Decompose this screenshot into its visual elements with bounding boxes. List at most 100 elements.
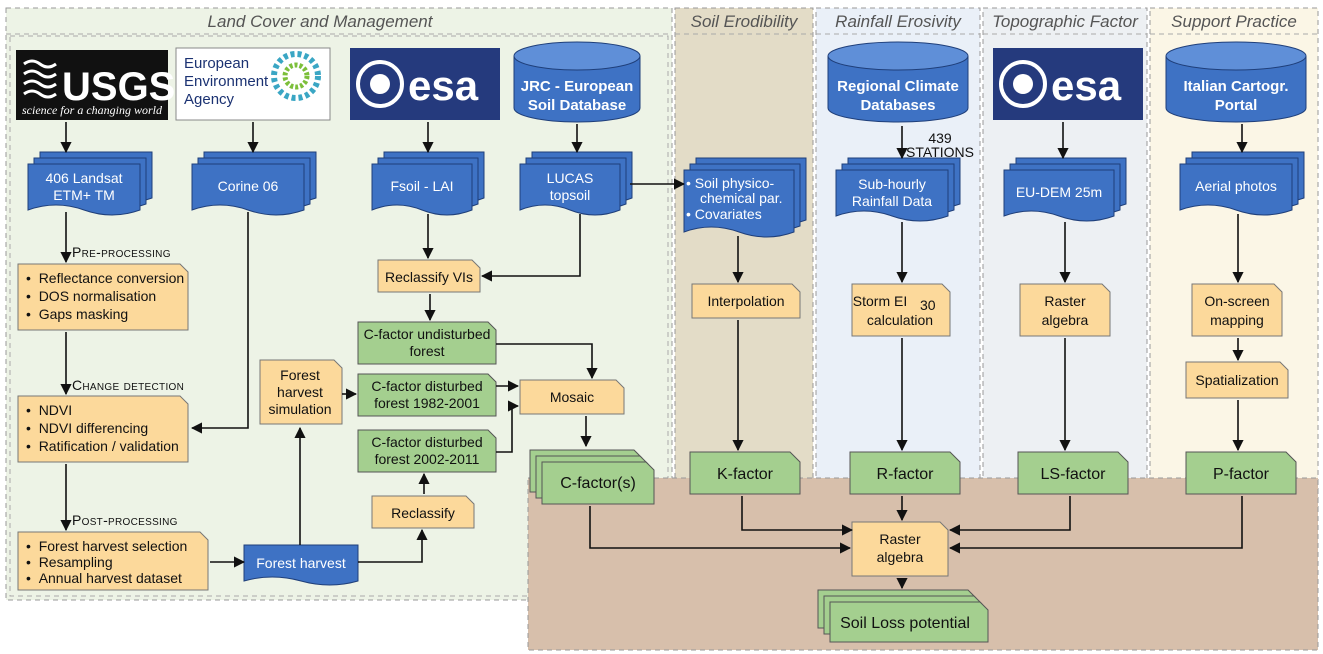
r-factor-label: R-factor [877,466,935,483]
node-fsoil: Fsoil - LAI [371,151,485,216]
p-factor-label: P-factor [1213,466,1270,483]
output-ls-factor: LS-factor [1017,451,1129,495]
heading-pre-processing: Pre-processing [72,244,171,260]
storm-subscript: 30 [920,297,936,313]
panel-soil [674,7,814,511]
output-p-factor: P-factor [1185,451,1297,495]
box-mosaic: Mosaic [519,379,625,415]
soil-params-line-3: • Covariates [686,206,762,222]
c-factors-label: C-factor(s) [560,475,636,492]
box-reclassify: Reclassify [371,495,475,529]
heading-post-processing: Post-processing [72,512,178,528]
corine-label: Corine 06 [218,178,279,194]
esa-text-land: esa [408,62,479,109]
output-r-factor: R-factor [849,451,961,495]
soil-loss-label: Soil Loss potential [840,615,970,632]
box-post-processing: • Forest harvest selection • Resampling … [17,531,209,591]
lucas-line-2: topsoil [550,187,590,203]
box-interpolation: Interpolation [691,283,801,319]
box-change-detection: • NDVI • NDVI differencing • Ratificatio… [17,395,189,463]
box-final-raster-algebra: Raster algebra [851,521,949,577]
eea-line-2: Environment [184,73,269,90]
dem-label: EU-DEM 25m [1016,184,1102,200]
final-raster-line-2: algebra [877,549,924,565]
landsat-line-1: 406 Landsat [45,170,122,186]
node-soil-params: • Soil physico- chemical par. • Covariat… [683,157,807,238]
esa-text-topo: esa [1051,62,1122,109]
final-raster-line-1: Raster [879,531,921,547]
post-item-3: • Annual harvest dataset [26,570,182,586]
pre-item-3: • Gaps masking [26,306,128,322]
box-cfactor-disturbed-2: C-factor disturbed forest 2002-2011 [357,429,497,473]
raster-topo-line-2: algebra [1042,312,1089,328]
eea-line-1: European [184,55,249,72]
rainfall-line-1: Sub-hourly [858,176,926,192]
mosaic-label: Mosaic [550,389,594,405]
db-jrc-line-2: Soil Database [528,97,626,114]
interpolation-label: Interpolation [707,293,784,309]
fhs-line-3: simulation [268,401,331,417]
usgs-logo: USGS science for a changing world [16,50,175,120]
header-support: Support Practice [1171,12,1297,31]
esa-logo-land: esa [350,48,500,120]
box-reclassify-vis: Reclassify VIs [377,259,481,293]
db-italian-line-2: Portal [1215,97,1258,114]
header-soil: Soil Erodibility [691,12,799,31]
raster-topo-line-1: Raster [1044,293,1086,309]
usgs-tagline: science for a changing world [22,103,163,117]
spatialization-label: Spatialization [1195,372,1278,388]
box-spatialization: Spatialization [1185,361,1289,399]
output-soil-loss: Soil Loss potential [817,589,989,643]
forest-harvest-label: Forest harvest [256,555,346,571]
node-corine: Corine 06 [191,151,317,216]
db-italian: Italian Cartogr. Portal [1165,41,1307,123]
soil-params-line-1: • Soil physico- [686,175,775,191]
change-item-1: • NDVI [26,402,72,418]
heading-change-detection: Change detection [72,377,184,393]
onscreen-line-2: mapping [1210,312,1264,328]
db-jrc-line-1: JRC - European [521,78,634,95]
header-rain: Rainfall Erosivity [835,12,962,31]
stations-count: 439 [928,130,952,146]
db-climate-line-2: Databases [860,97,935,114]
storm-line-2: calculation [867,312,933,328]
cf-undist-line-1: C-factor undisturbed [364,326,491,342]
db-climate-line-1: Regional Climate [837,78,959,95]
db-italian-line-1: Italian Cartogr. [1183,78,1288,95]
cf-d1-line-2: forest 1982-2001 [374,395,480,411]
box-onscreen-mapping: On-screen mapping [1191,283,1283,337]
eea-line-3: Agency [184,91,235,108]
box-forest-harvest-simulation: Forest harvest simulation [259,359,343,425]
node-lucas: LUCAS topsoil [519,151,633,216]
cf-undist-line-2: forest [409,343,444,359]
node-rainfall: Sub-hourly Rainfall Data [835,157,961,222]
ls-factor-label: LS-factor [1041,466,1107,483]
output-c-factors: C-factor(s) [529,449,655,505]
box-cfactor-disturbed-1: C-factor disturbed forest 1982-2001 [357,373,497,417]
fhs-line-1: Forest [280,367,320,383]
db-jrc: JRC - European Soil Database [513,41,641,123]
cf-d2-line-1: C-factor disturbed [371,434,482,450]
fsoil-label: Fsoil - LAI [390,178,453,194]
output-k-factor: K-factor [689,451,801,495]
storm-line-1: Storm EI [853,293,907,309]
esa-logo-topo: esa [993,48,1143,120]
change-item-2: • NDVI differencing [26,420,148,436]
reclassify-label: Reclassify [391,505,455,521]
box-storm: Storm EI 30 calculation [851,283,951,337]
node-forest-harvest: Forest harvest [243,544,359,586]
fhs-line-2: harvest [277,384,323,400]
node-landsat: 406 Landsat ETM+ TM [27,151,153,216]
aerial-label: Aerial photos [1195,178,1277,194]
pre-item-2: • DOS normalisation [26,288,156,304]
rainfall-line-2: Rainfall Data [852,193,932,209]
cf-d1-line-1: C-factor disturbed [371,378,482,394]
lucas-line-1: LUCAS [547,170,594,186]
box-cfactor-undisturbed: C-factor undisturbed forest [357,321,497,365]
cf-d2-line-2: forest 2002-2011 [375,451,480,467]
landsat-line-2: ETM+ TM [53,187,115,203]
post-item-2: • Resampling [26,554,113,570]
onscreen-line-1: On-screen [1204,293,1269,309]
post-item-1: • Forest harvest selection [26,538,187,554]
